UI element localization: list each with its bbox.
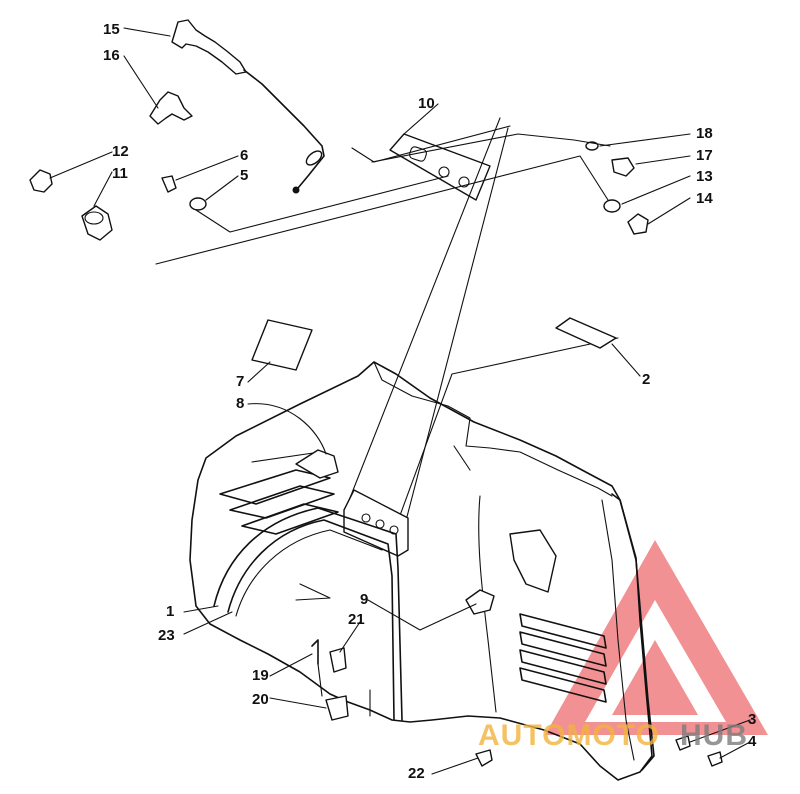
part-7-decal bbox=[251, 319, 313, 371]
right-edge-trim bbox=[611, 493, 655, 771]
callout-22: 22 bbox=[408, 765, 425, 782]
callout-23: 23 bbox=[158, 627, 175, 644]
watermark-text: AUTOMOTO HUB bbox=[478, 719, 748, 752]
trim-inner-line bbox=[235, 529, 383, 617]
watermark-triangle-core bbox=[612, 640, 698, 715]
assembly-lines bbox=[155, 117, 619, 549]
callout-12: 12 bbox=[112, 143, 129, 160]
control-cable bbox=[243, 69, 325, 189]
callout-1: 1 bbox=[166, 603, 174, 620]
callout-21: 21 bbox=[348, 611, 365, 628]
callout-7: 7 bbox=[236, 373, 244, 390]
callout-2: 2 bbox=[642, 371, 650, 388]
part-19-pin bbox=[311, 639, 319, 665]
part-1-trim bbox=[213, 507, 403, 721]
part-6-screw bbox=[161, 175, 177, 193]
watermark-text-automoto: AUTOMOTO bbox=[478, 719, 660, 752]
side-panel-curve bbox=[478, 495, 497, 713]
hood-ridge bbox=[373, 361, 613, 497]
callout-13: 13 bbox=[696, 168, 713, 185]
part-4-screw bbox=[707, 751, 723, 767]
callout-4: 4 bbox=[748, 733, 757, 750]
callout-18: 18 bbox=[696, 125, 713, 142]
part-10-plate bbox=[389, 133, 491, 201]
watermark-logo bbox=[545, 540, 768, 735]
plate-window-1 bbox=[409, 146, 427, 162]
callout-16: 16 bbox=[103, 47, 120, 64]
watermark-text-hub: HUB bbox=[680, 719, 748, 752]
upper-parts bbox=[29, 19, 649, 549]
part-3-screw bbox=[675, 735, 691, 751]
ridge-notch bbox=[453, 445, 471, 471]
callout-6: 6 bbox=[240, 147, 248, 164]
part-13-grommet bbox=[603, 199, 621, 213]
callout-8: 8 bbox=[236, 395, 244, 412]
part-16-bracket bbox=[149, 91, 193, 125]
callout-10: 10 bbox=[418, 95, 435, 112]
part-23-seal bbox=[227, 519, 395, 721]
skirt-notch bbox=[295, 583, 331, 601]
right-louvers bbox=[519, 613, 607, 703]
callout-14: 14 bbox=[696, 190, 713, 207]
plate-hole-2 bbox=[458, 176, 470, 188]
part-20-bracket bbox=[325, 695, 349, 721]
callout-5: 5 bbox=[240, 167, 248, 184]
panel-gauge-1 bbox=[361, 513, 371, 523]
callout-20: 20 bbox=[252, 691, 269, 708]
part-11-switch bbox=[81, 205, 113, 241]
latch-link bbox=[317, 663, 323, 697]
switch-face bbox=[84, 211, 104, 225]
part-14-nut bbox=[627, 213, 649, 235]
cable-end-ball bbox=[292, 186, 300, 194]
callout-3: 3 bbox=[748, 711, 756, 728]
callout-11: 11 bbox=[112, 165, 128, 182]
part-12-plug bbox=[29, 169, 53, 193]
hood-body bbox=[189, 317, 723, 781]
part-8-vent bbox=[295, 449, 339, 479]
hood-outline bbox=[189, 361, 653, 781]
callout-15: 15 bbox=[103, 21, 120, 38]
callout-numbers: 15 16 10 12 11 6 5 18 17 13 14 7 8 2 9 1… bbox=[103, 21, 757, 782]
part-22-screw bbox=[475, 749, 493, 767]
cable-end-fitting bbox=[305, 150, 323, 166]
part-17-nut bbox=[611, 157, 635, 177]
part-9-grommet bbox=[465, 589, 495, 615]
callout-9: 9 bbox=[360, 591, 368, 608]
callout-17: 17 bbox=[696, 147, 713, 164]
side-handle bbox=[509, 529, 557, 593]
part-15-lever bbox=[171, 19, 247, 75]
part-5-washer bbox=[189, 197, 207, 211]
leader-lines bbox=[49, 27, 751, 775]
part-2-decal bbox=[555, 317, 617, 349]
callout-19: 19 bbox=[252, 667, 269, 684]
right-edge-inner bbox=[601, 499, 635, 761]
part-21-latch bbox=[329, 647, 347, 673]
